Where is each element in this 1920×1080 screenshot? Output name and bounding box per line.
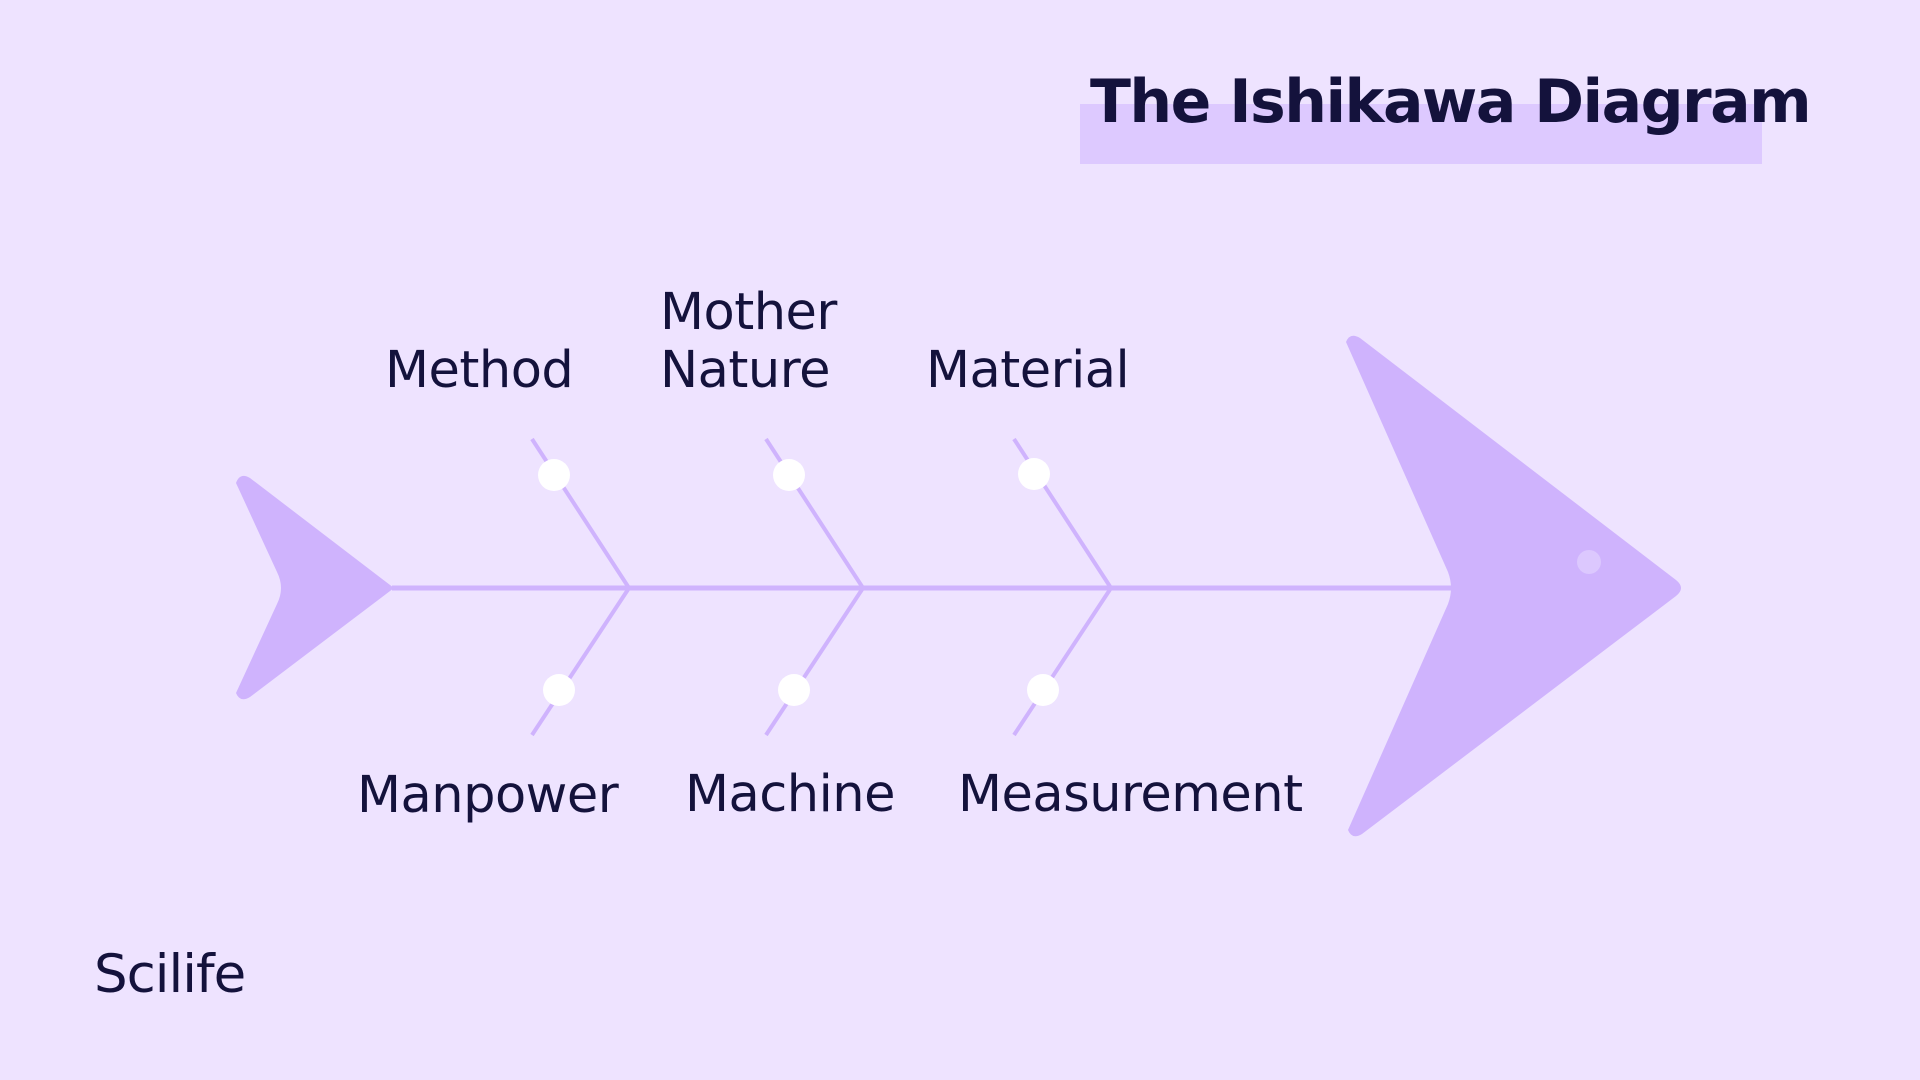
dot-method bbox=[538, 459, 570, 491]
label-material: Material bbox=[926, 341, 1130, 400]
title-block: The Ishikawa Diagram bbox=[1080, 66, 1812, 164]
label-method: Method bbox=[385, 341, 574, 400]
dot-manpower bbox=[543, 674, 575, 706]
dot-measurement bbox=[1027, 674, 1059, 706]
fish-eye bbox=[1577, 550, 1601, 574]
label-measurement: Measurement bbox=[958, 765, 1303, 824]
page-title: The Ishikawa Diagram bbox=[1090, 67, 1812, 137]
label-mother-nature: Mother Nature bbox=[660, 283, 837, 400]
dot-machine bbox=[778, 674, 810, 706]
title-highlight bbox=[1080, 104, 1762, 164]
dot-mother-nature bbox=[773, 459, 805, 491]
label-machine: Machine bbox=[685, 765, 896, 824]
bone-measurement bbox=[1012, 586, 1113, 737]
label-manpower: Manpower bbox=[357, 766, 619, 825]
brand-logo: Scilife bbox=[94, 944, 246, 1005]
dot-material bbox=[1018, 458, 1050, 490]
bone-machine bbox=[764, 586, 865, 737]
fish-tail bbox=[236, 475, 394, 700]
bone-mother-nature bbox=[764, 437, 865, 590]
bone-manpower bbox=[530, 586, 631, 737]
fish-head bbox=[1346, 335, 1681, 837]
